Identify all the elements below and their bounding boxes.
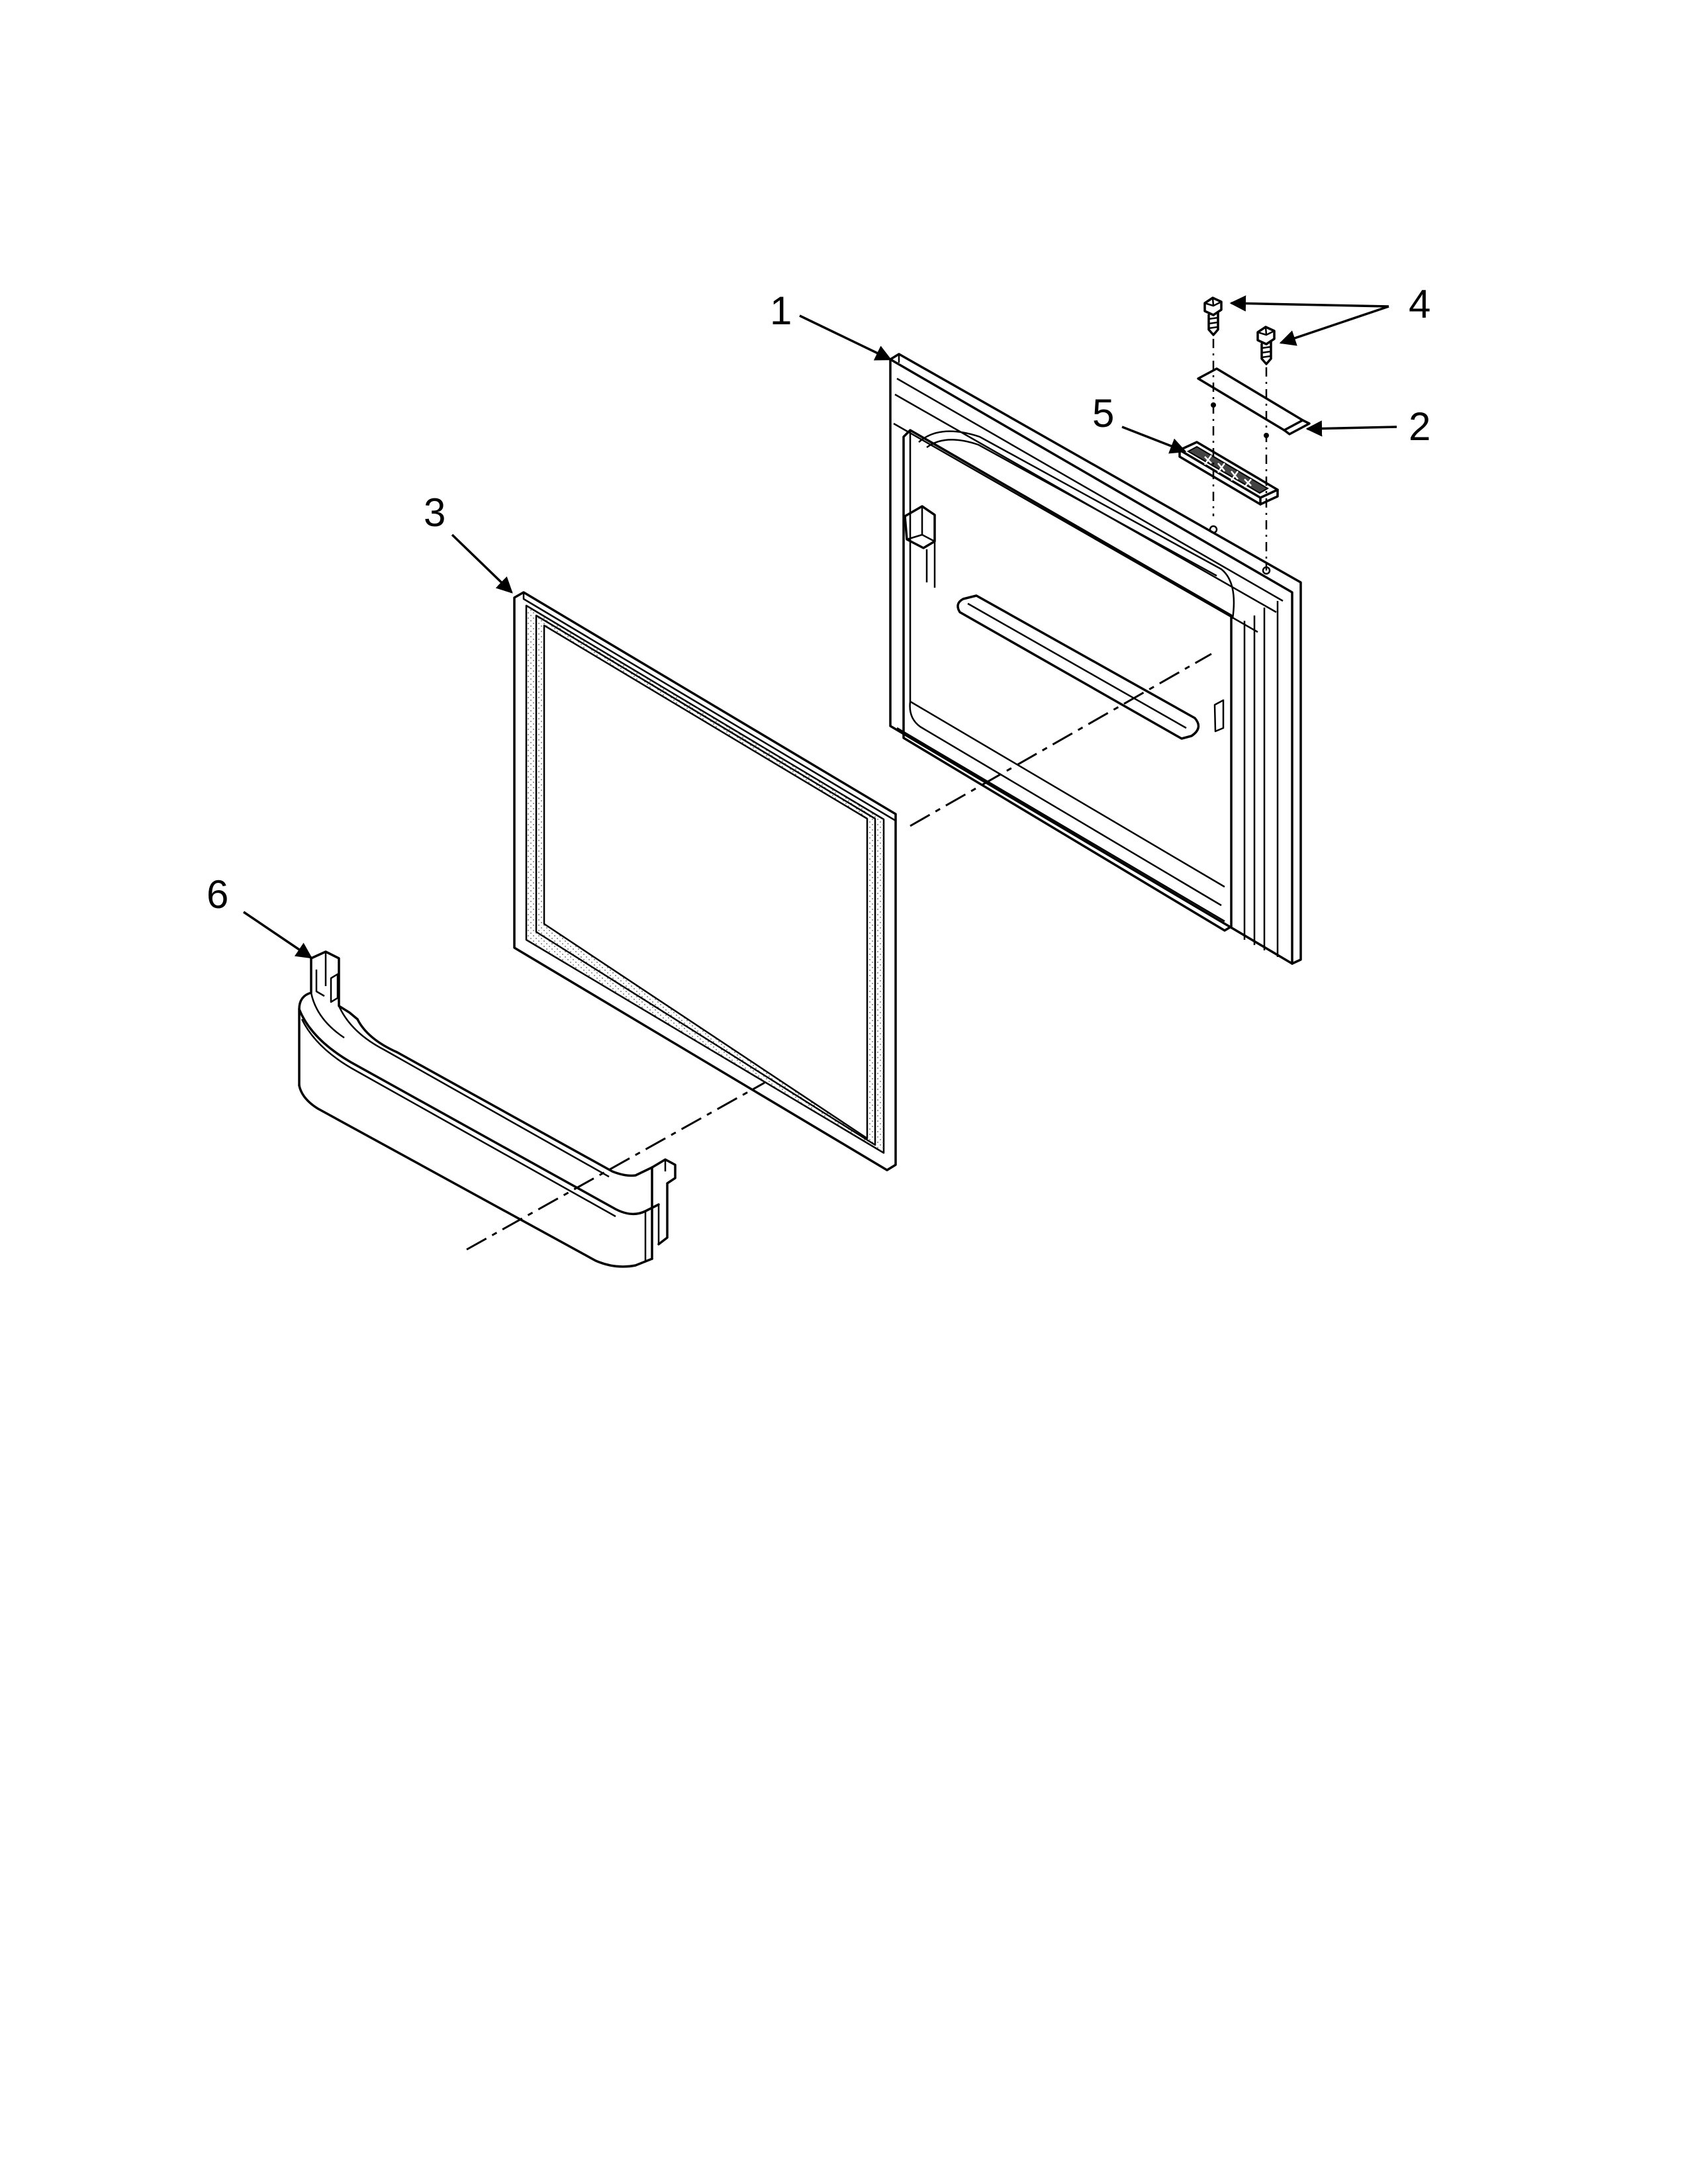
screw-part-4-right (1256, 326, 1276, 365)
leader-arrows (243, 295, 1397, 959)
callout-1: 1 (770, 289, 792, 333)
callout-4: 4 (1409, 282, 1430, 326)
callout-3: 3 (424, 490, 445, 535)
door-shelf-bin-part-6 (298, 950, 677, 1268)
callout-5: 5 (1092, 391, 1114, 435)
assembly-centerlines (466, 339, 1271, 1251)
door-gasket-part-3 (513, 591, 897, 1171)
bracket-part-2 (1197, 367, 1311, 435)
screw-part-4-left (1203, 296, 1223, 336)
grille-part-5 (1178, 441, 1279, 506)
callout-6: 6 (207, 872, 228, 917)
door-panel-part-1 (889, 353, 1302, 965)
callout-2: 2 (1409, 404, 1430, 449)
